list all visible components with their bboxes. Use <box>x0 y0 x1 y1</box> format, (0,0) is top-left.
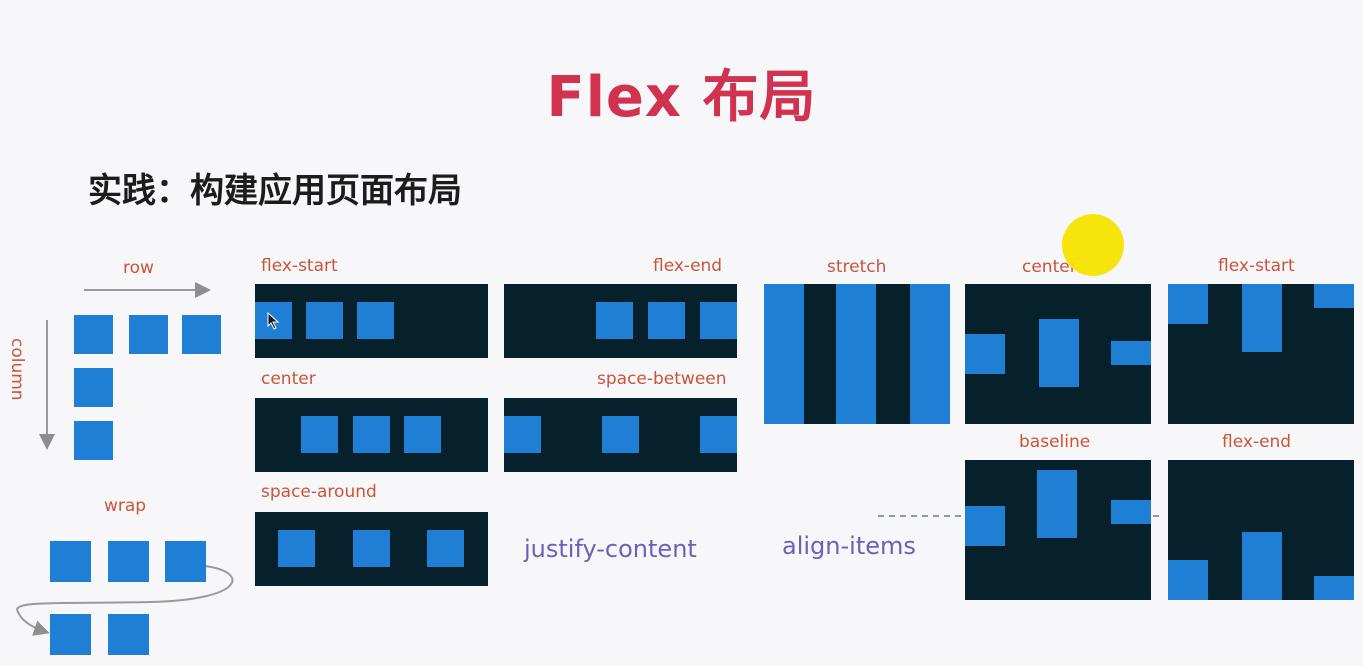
wrap-box-3 <box>165 541 206 582</box>
flex-item <box>504 416 541 453</box>
flex-item <box>404 416 441 453</box>
flex-item <box>357 302 394 339</box>
flex-item <box>1314 284 1354 308</box>
justify-flex-end-panel <box>504 284 737 358</box>
align-items-label: align-items <box>782 532 916 560</box>
panel-label-space-around: space-around <box>261 482 377 502</box>
flex-item <box>965 334 1005 374</box>
align-flex-start-panel <box>1168 284 1354 424</box>
panel-label-center: center <box>261 369 316 389</box>
flex-item <box>278 530 315 567</box>
flex-item <box>1037 470 1077 538</box>
wrap-box-5 <box>108 614 149 655</box>
flex-item <box>764 284 804 424</box>
wrap-box-1 <box>50 541 91 582</box>
flex-item <box>353 530 390 567</box>
flex-item <box>910 284 950 424</box>
column-box-2 <box>74 368 113 407</box>
panel-label-align-center: center <box>1022 257 1077 277</box>
flex-item <box>965 506 1005 546</box>
flex-item <box>700 302 737 339</box>
flex-item <box>1168 560 1208 600</box>
flex-item <box>1168 284 1208 324</box>
panel-label-flex-end: flex-end <box>653 256 723 276</box>
flex-item <box>1314 576 1354 600</box>
justify-content-label: justify-content <box>524 535 697 563</box>
wrap-box-4 <box>50 614 91 655</box>
flex-item <box>1242 284 1282 352</box>
panel-label-space-between: space-between <box>597 369 727 389</box>
flex-item <box>1039 319 1079 387</box>
flex-item <box>596 302 633 339</box>
wrap-label: wrap <box>104 496 147 516</box>
justify-flex-start-panel <box>255 284 488 358</box>
flex-item <box>1111 341 1151 365</box>
panel-label-baseline: baseline <box>1019 432 1091 452</box>
wrap-box-2 <box>108 541 149 582</box>
flex-item <box>1111 500 1151 524</box>
row-label: row <box>123 258 154 278</box>
column-label: column <box>7 338 27 401</box>
flex-item <box>602 416 639 453</box>
flex-item <box>301 416 338 453</box>
panel-label-stretch: stretch <box>827 257 887 277</box>
flex-item <box>1242 532 1282 600</box>
panel-label-align-flex-end: flex-end <box>1222 432 1292 452</box>
justify-space-around-panel <box>255 512 488 586</box>
column-box-3 <box>74 421 113 460</box>
row-box-1 <box>74 315 113 354</box>
align-baseline-panel <box>965 460 1151 600</box>
panel-label-flex-start: flex-start <box>261 256 338 276</box>
align-stretch-panel <box>764 284 950 424</box>
flex-item <box>700 416 737 453</box>
wrap-arrow <box>16 565 234 636</box>
panel-label-align-flex-start: flex-start <box>1218 256 1295 276</box>
mouse-pointer-icon <box>267 312 280 330</box>
row-box-3 <box>182 315 221 354</box>
flex-item <box>306 302 343 339</box>
flex-item <box>353 416 390 453</box>
justify-center-panel <box>255 398 488 472</box>
align-center-panel <box>965 284 1151 424</box>
justify-space-between-panel <box>504 398 737 472</box>
flex-item <box>427 530 464 567</box>
flex-item <box>836 284 876 424</box>
pointer-highlight <box>1062 214 1124 276</box>
flex-item <box>648 302 685 339</box>
slide-subtitle: 实践：构建应用页面布局 <box>88 171 462 211</box>
align-flex-end-panel <box>1168 460 1354 600</box>
slide-title: Flex 布局 <box>546 65 817 130</box>
row-box-2 <box>129 315 168 354</box>
